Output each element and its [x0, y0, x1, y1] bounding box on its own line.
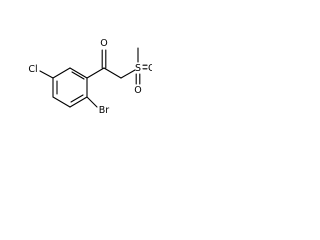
ring-bond-c1-c2	[69, 67, 88, 79]
atom-label-bromine: Br	[99, 105, 110, 116]
atom-label-sulfonyl-oxygen-1: O	[134, 85, 141, 96]
ring-bond-c3-c4	[69, 96, 88, 108]
atom-label-sulfonyl-oxygen-2: O	[148, 63, 152, 74]
bond-ch2-to-sulfur	[120, 69, 136, 79]
ring-bond-c6-c1	[52, 67, 71, 79]
atom-label-carbonyl-oxygen: O	[100, 38, 107, 49]
bond-ring-to-bromine	[86, 96, 98, 108]
ring-double-bond-inner-2	[70, 94, 84, 103]
structure-canvas: O S O O Cl Br	[28, 38, 152, 116]
bond-ring-to-chlorine	[39, 70, 54, 79]
ring-bond-c4-c5	[52, 96, 71, 108]
atom-label-chlorine: Cl	[28, 64, 37, 75]
bond-carbonyl-to-ch2	[103, 67, 122, 79]
bond-ring-to-carbonyl	[86, 67, 105, 79]
benzene-ring	[52, 67, 88, 108]
ring-double-bond-inner-1	[71, 71, 85, 80]
atom-label-sulfur: S	[135, 63, 141, 74]
